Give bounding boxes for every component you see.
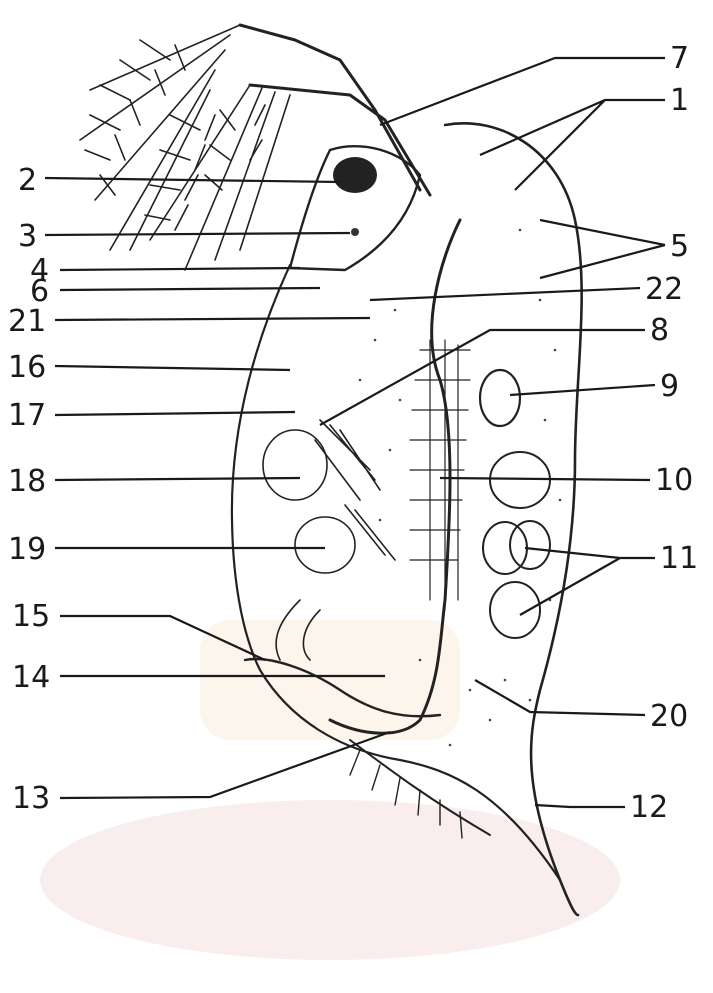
leader-20 [475,680,645,715]
tissue-cells [410,340,470,610]
label-3: 3 [18,219,37,254]
leader-1 [480,100,665,190]
label-17: 17 [8,398,46,433]
label-13: 13 [12,781,50,816]
label-16: 16 [8,350,46,385]
leader-2 [45,178,340,182]
leader-17 [55,412,295,415]
label-10: 10 [655,463,693,498]
label-15: 15 [12,599,50,634]
leader-3 [45,233,350,235]
ocellus [351,228,359,236]
label-5: 5 [670,229,689,264]
leader-7 [380,58,665,125]
specimen-drawing [80,25,582,915]
label-21: 21 [8,304,46,339]
leader-16 [55,366,290,370]
label-22: 22 [645,272,683,307]
label-14: 14 [12,660,50,695]
leader-9 [510,385,655,395]
leader-6 [60,288,320,290]
label-2: 2 [18,163,37,198]
label-20: 20 [650,699,688,734]
label-8: 8 [650,313,669,348]
carapace-outline [445,123,582,915]
leader-4 [60,268,300,270]
compound-eye [333,157,377,193]
label-1: 1 [670,83,689,118]
leader-22 [370,288,640,300]
leader-10 [440,478,650,480]
leader-5 [540,220,665,278]
leader-21 [55,318,370,320]
ovary [480,370,520,426]
label-9: 9 [660,369,679,404]
leader-12 [535,805,625,807]
label-7: 7 [670,41,689,76]
label-18: 18 [8,464,46,499]
label-19: 19 [8,532,46,567]
label-11: 11 [660,541,698,576]
label-12: 12 [630,790,668,825]
leader-18 [55,478,300,480]
